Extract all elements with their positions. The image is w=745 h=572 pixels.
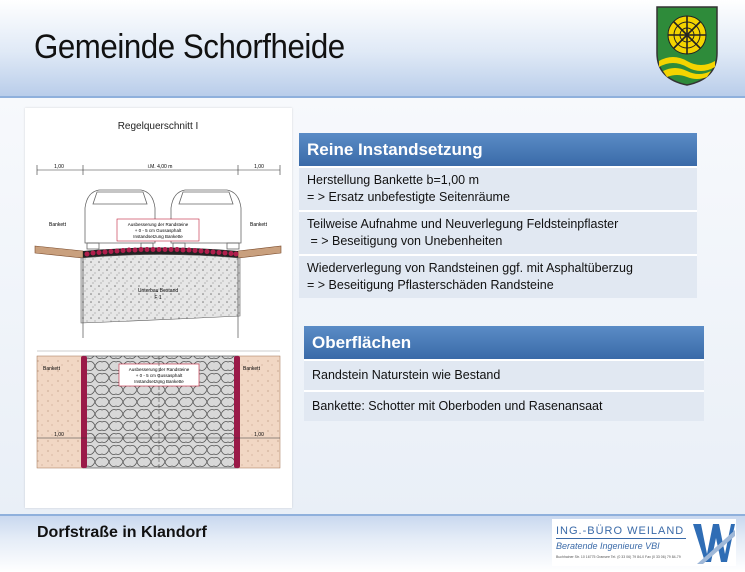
repair-line-1: Ausbesserung der Randsteine — [128, 222, 189, 227]
panel-oberflaechen: Oberflächen Randstein Naturstein wie Bes… — [304, 326, 704, 421]
dim-right: 1,00 — [254, 164, 264, 170]
logo-divider — [556, 538, 686, 539]
list-item: Wiederverlegung von Randsteinen ggf. mit… — [299, 254, 697, 298]
panel-1-title: Reine Instandsetzung — [299, 133, 697, 166]
bestand-line-1: Unterbau Bestand — [138, 288, 179, 294]
footer-subtitle: Dorfstraße in Klandorf — [37, 524, 207, 541]
dim-mid: i.M. 4,00 m — [148, 164, 173, 170]
list-item: Herstellung Bankette b=1,00 m = > Ersatz… — [299, 166, 697, 210]
drawing-title: Regelquerschnitt I — [118, 121, 199, 132]
slide-header: Gemeinde Schorfheide — [0, 0, 745, 98]
list-item: Randstein Naturstein wie Bestand — [304, 359, 704, 390]
plan-dim-left: 1,00 — [54, 432, 64, 438]
panel-2-title: Oberflächen — [304, 326, 704, 359]
coat-of-arms-icon — [656, 6, 718, 86]
list-item: Bankette: Schotter mit Oberboden und Ras… — [304, 390, 704, 421]
bankett-left-label: Bankett — [49, 222, 67, 228]
bestand-line-2: F 1 — [154, 295, 161, 301]
list-item: Teilweise Aufnahme und Neuverlegung Feld… — [299, 210, 697, 254]
plan-bankett-right: Bankett — [243, 366, 261, 372]
plan-dim-right: 1,00 — [254, 432, 264, 438]
dim-left: 1,00 — [54, 164, 64, 170]
plan-repair-line-2: + 0 - 5 cm Gussasphalt — [136, 373, 183, 378]
company-logo: ING.-BÜRO WEILAND Beratende Ingenieure V… — [552, 519, 736, 566]
logo-name: ING.-BÜRO WEILAND — [556, 525, 685, 537]
repair-line-3: Instandsetzung Bankette — [133, 234, 183, 239]
cross-section-drawing: Regelquerschnitt I 1,00 i.M. 4,00 m 1,00… — [25, 108, 292, 508]
page-title: Gemeinde Schorfheide — [34, 28, 345, 66]
car-left-icon — [84, 189, 156, 250]
w-logo-icon — [691, 520, 735, 565]
plan-bankett-left: Bankett — [43, 366, 61, 372]
bankett-right-label: Bankett — [250, 222, 268, 228]
logo-address: Buchhainer Str. 10 16775 Gransee Tel. (0… — [556, 555, 681, 559]
repair-line-2: + 0 - 5 cm Gussasphalt — [135, 228, 182, 233]
logo-tagline: Beratende Ingenieure VBI — [556, 541, 660, 551]
panel-reine-instandsetzung: Reine Instandsetzung Herstellung Bankett… — [299, 133, 697, 298]
car-right-icon — [170, 189, 242, 250]
